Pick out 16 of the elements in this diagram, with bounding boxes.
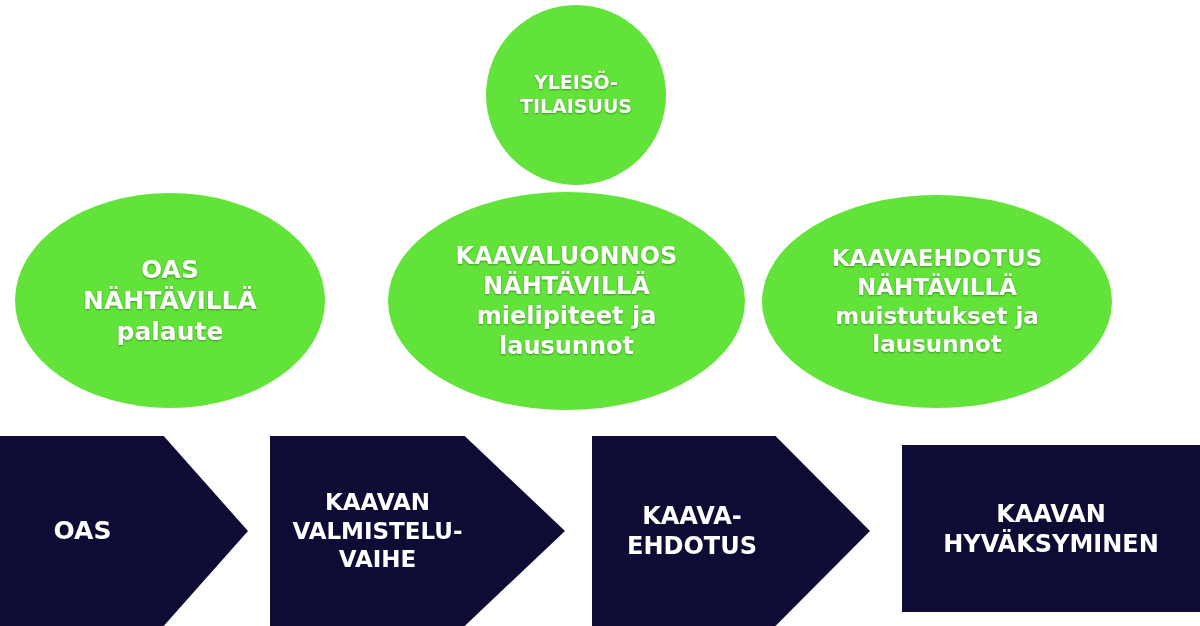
stage-note: mielipiteet ja lausunnot — [475, 301, 658, 361]
stage-ellipse — [15, 193, 325, 408]
phase-step — [0, 436, 248, 626]
stage-note: palaute — [116, 316, 224, 348]
stage-ellipse — [762, 195, 1112, 408]
event-circle — [486, 5, 666, 185]
stage-title: YLEISÖ- TILAISUUS — [518, 71, 634, 119]
phase-box — [902, 445, 1200, 612]
phase-label: OAS — [53, 515, 112, 547]
stage-note: muistutukset ja lausunnot — [834, 301, 1040, 359]
phase-label: KAAVA- EHDOTUS — [626, 501, 758, 561]
phase-step — [270, 436, 565, 626]
phase-label: KAAVAN VALMISTELU- VAIHE — [291, 487, 464, 575]
stage-ellipse — [388, 192, 745, 410]
phase-step — [592, 436, 870, 626]
phase-label: KAAVAN HYVÄKSYMINEN — [942, 498, 1160, 559]
